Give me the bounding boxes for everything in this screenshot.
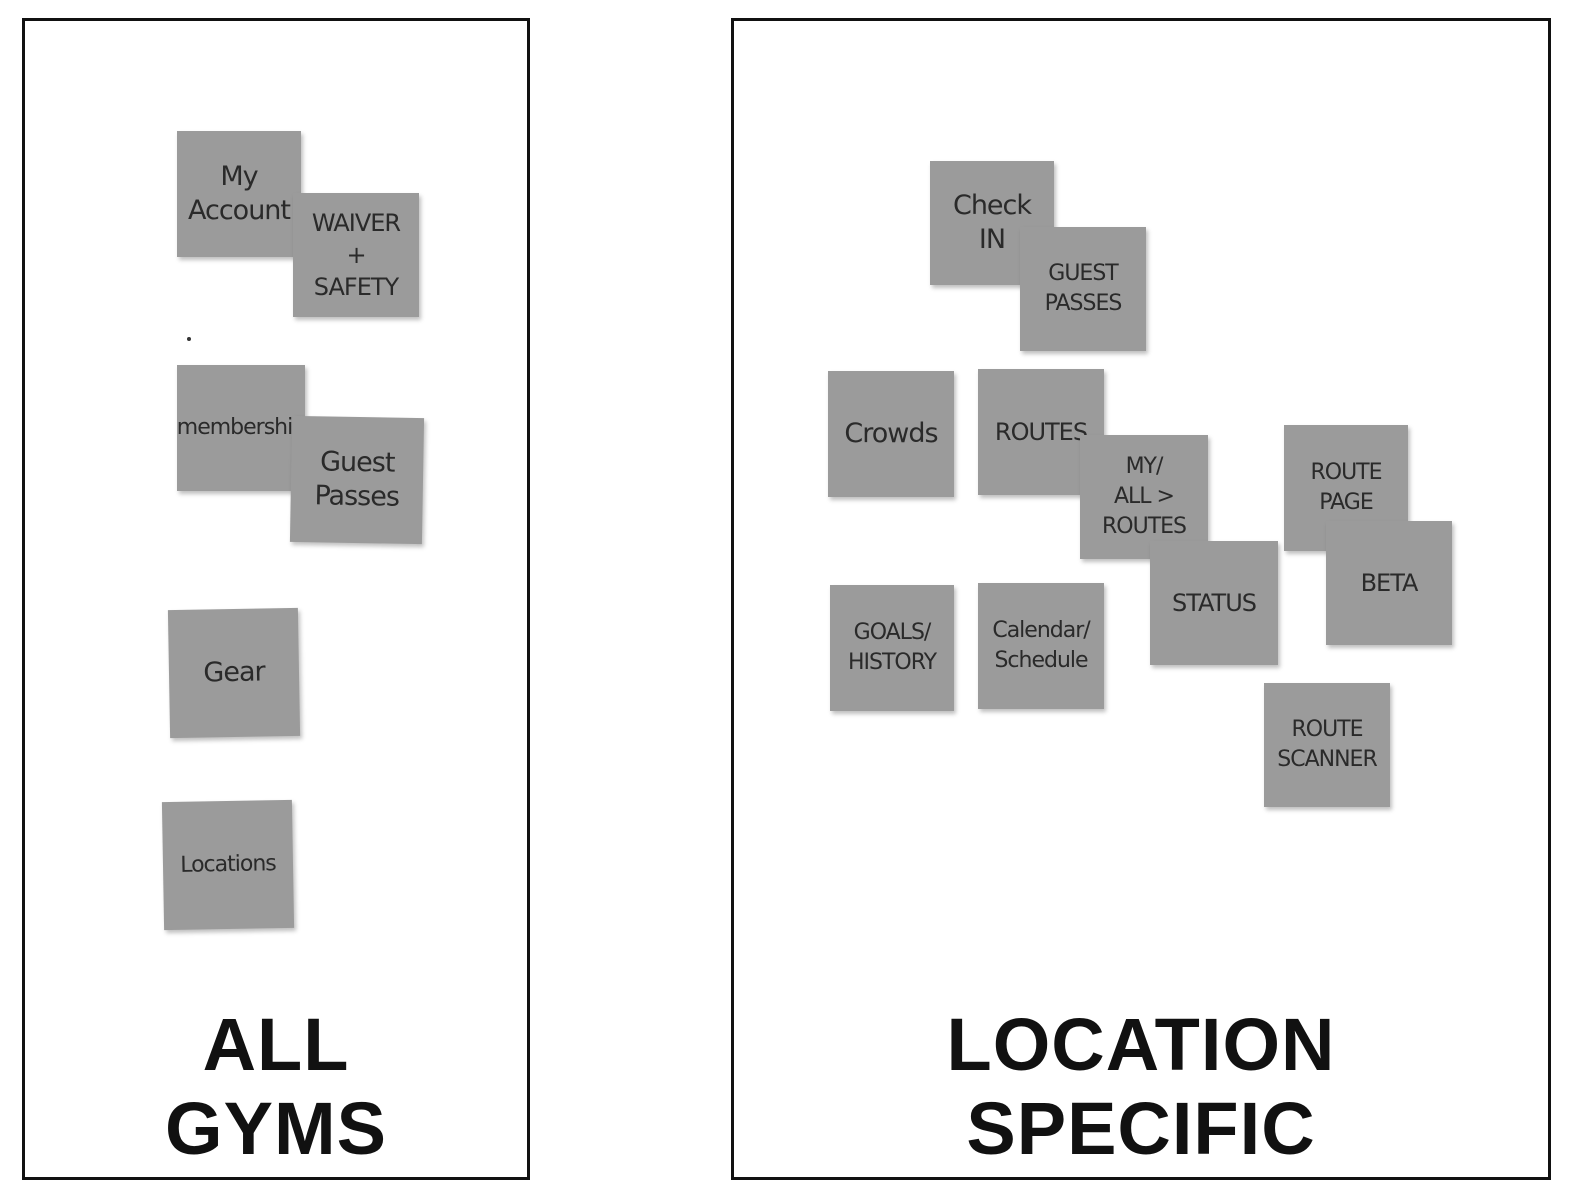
sticky-note-my-all-routes: MY/ ALL > ROUTES — [1080, 435, 1208, 559]
sticky-note-label: ROUTE SCANNER — [1277, 717, 1377, 772]
sticky-note-guest-passes: Guest Passes — [289, 415, 425, 545]
sticky-note-label: GOALS/ HISTORY — [847, 620, 937, 675]
sticky-note-status: STATUS — [1150, 541, 1278, 665]
sticky-note-calendar-schedule: Calendar/ Schedule — [978, 583, 1104, 709]
sticky-note-label: MY/ ALL > ROUTES — [1101, 454, 1187, 539]
sticky-note-label: BETA — [1360, 569, 1419, 597]
sticky-note-waiver-safety: WAIVER + SAFETY — [293, 193, 419, 317]
sticky-note-label: My Account — [187, 161, 291, 226]
sticky-note-label: STATUS — [1171, 589, 1257, 617]
sticky-note-gear: Gear — [167, 607, 301, 739]
sticky-note-goals-history: GOALS/ HISTORY — [830, 585, 954, 711]
sticky-note-label: Calendar/ Schedule — [992, 618, 1090, 673]
sticky-note-guest-passes: GUEST PASSES — [1020, 227, 1146, 351]
sticky-note-label: ROUTE PAGE — [1310, 460, 1382, 515]
sticky-note-label: membership — [176, 415, 306, 440]
sticky-note-label: Locations — [180, 851, 276, 878]
location-specific-panel: Check IN GUEST PASSES Crowds ROUTES MY/ … — [731, 18, 1551, 1180]
sticky-note-label: GUEST PASSES — [1044, 261, 1123, 316]
ink-dot — [187, 337, 191, 341]
sticky-note-label: Check IN — [952, 190, 1032, 255]
sticky-note-check-in: Check IN — [930, 161, 1054, 285]
sticky-note-route-scanner: ROUTE SCANNER — [1264, 683, 1390, 807]
sticky-note-membership: membership — [176, 365, 306, 491]
sticky-note-label: ROUTES — [994, 418, 1088, 446]
all-gyms-title: ALL GYMS — [165, 1003, 387, 1170]
sticky-note-label: Crowds — [844, 418, 938, 449]
location-specific-title: LOCATION SPECIFIC — [946, 1003, 1336, 1170]
sticky-note-label: Guest Passes — [314, 446, 400, 513]
sticky-note-my-account: My Account — [177, 131, 301, 257]
sticky-note-locations: Locations — [161, 799, 295, 931]
sticky-note-label: WAIVER + SAFETY — [311, 209, 401, 301]
sticky-note-label: Gear — [203, 656, 265, 689]
all-gyms-panel: My Account WAIVER + SAFETY membership Gu… — [22, 18, 530, 1180]
sticky-note-crowds: Crowds — [828, 371, 954, 497]
sticky-note-beta: BETA — [1326, 521, 1452, 645]
